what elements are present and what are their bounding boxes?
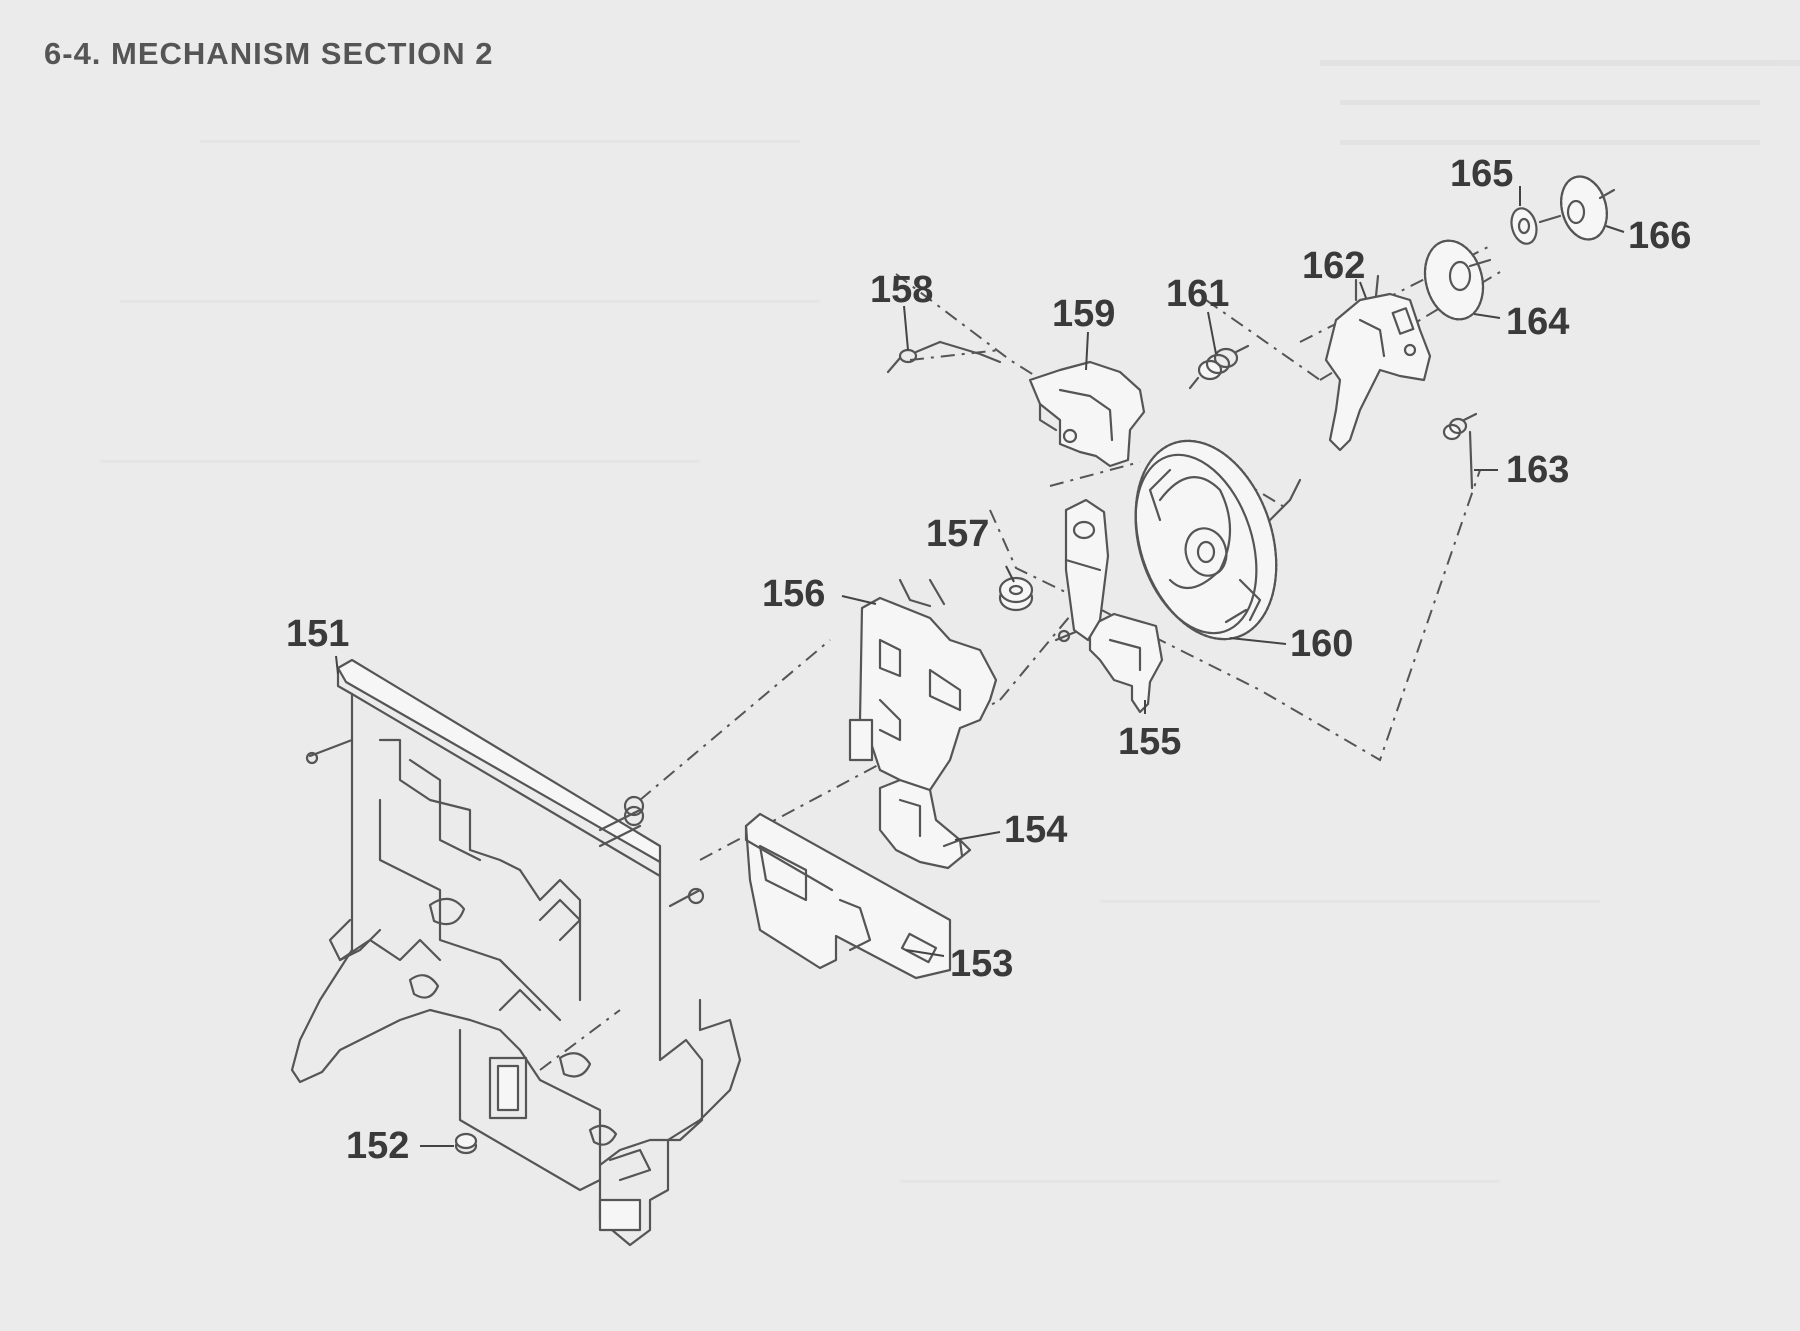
part-151-chassis <box>290 658 742 1247</box>
part-160-ring-gear <box>1134 439 1302 641</box>
callout-163: 163 <box>1506 449 1569 491</box>
callout-labels: 151 152 153 154 155 156 157 158 159 160 … <box>286 153 1691 1167</box>
callout-160: 160 <box>1290 623 1353 665</box>
part-161-spring <box>1188 344 1250 390</box>
callout-161: 161 <box>1166 273 1229 315</box>
callout-164: 164 <box>1506 301 1569 343</box>
part-155-lower-lever <box>1054 612 1164 714</box>
part-159-lever <box>1028 360 1146 468</box>
callout-153: 153 <box>950 943 1013 985</box>
part-156-frame-bracket <box>848 578 998 792</box>
callout-157: 157 <box>926 513 989 555</box>
part-163-spring <box>1442 412 1478 490</box>
callout-159: 159 <box>1052 293 1115 335</box>
part-152 <box>454 1132 478 1155</box>
leader-lines <box>335 186 1625 1147</box>
part-164-pulley <box>1423 239 1492 321</box>
callout-152: 152 <box>346 1125 409 1167</box>
bleed-through-texture <box>100 60 1800 1183</box>
part-162-bracket <box>1324 274 1432 452</box>
callout-156: 156 <box>762 573 825 615</box>
callout-165: 165 <box>1450 153 1513 195</box>
callout-155-lower: 155 <box>1118 721 1181 763</box>
part-157-gear <box>998 576 1034 612</box>
part-166-end-pulley <box>1538 175 1616 241</box>
part-165-washer <box>1510 207 1538 245</box>
callout-154: 154 <box>1004 809 1067 851</box>
page-title: 6-4. MECHANISM SECTION 2 <box>44 36 494 71</box>
part-155-upper-lever <box>1064 498 1110 642</box>
part-154-bracket <box>878 778 972 870</box>
callout-151: 151 <box>286 613 349 655</box>
callout-158: 158 <box>870 269 933 311</box>
callout-166: 166 <box>1628 215 1691 257</box>
part-153-slide <box>744 812 952 980</box>
callout-162: 162 <box>1302 245 1365 287</box>
